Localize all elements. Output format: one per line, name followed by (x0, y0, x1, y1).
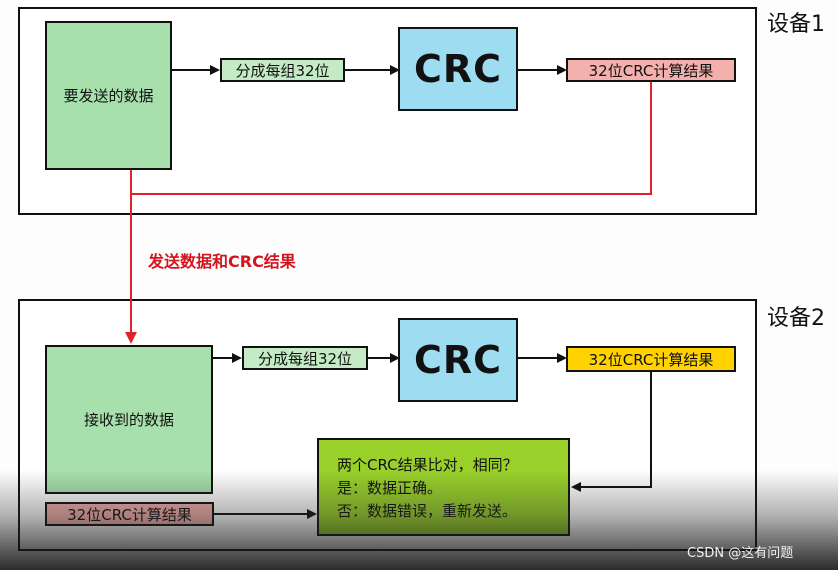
d1-data-box: 要发送的数据 (45, 21, 172, 170)
d2-result-box: 32位CRC计算结果 (566, 346, 736, 372)
device2-label: 设备2 (767, 306, 825, 331)
watermark: CSDN @这有问题 (687, 546, 794, 561)
d1-split-box: 分成每组32位 (220, 58, 345, 82)
d1-crc-box: CRC (398, 27, 518, 111)
send-data-label: 发送数据和CRC结果 (148, 252, 296, 271)
red-result-return-line (131, 82, 652, 195)
d2-data-box: 接收到的数据 (45, 345, 213, 494)
device1-label: 设备1 (767, 12, 825, 37)
d2-split-box: 分成每组32位 (242, 346, 368, 370)
compare-line-2: 是：数据正确。 (337, 479, 443, 497)
arrow-d2-result-to-compare (571, 372, 652, 492)
d2-compare-box: 两个CRC结果比对，相同？ 是：数据正确。 否：数据错误，重新发送。 (317, 438, 570, 536)
d2-crc-box: CRC (398, 318, 518, 402)
compare-line-3: 否：数据错误，重新发送。 (337, 502, 518, 520)
d2-received-result-box: 32位CRC计算结果 (45, 502, 214, 526)
d1-result-box: 32位CRC计算结果 (566, 58, 736, 82)
compare-line-1: 两个CRC结果比对，相同？ (337, 456, 518, 474)
